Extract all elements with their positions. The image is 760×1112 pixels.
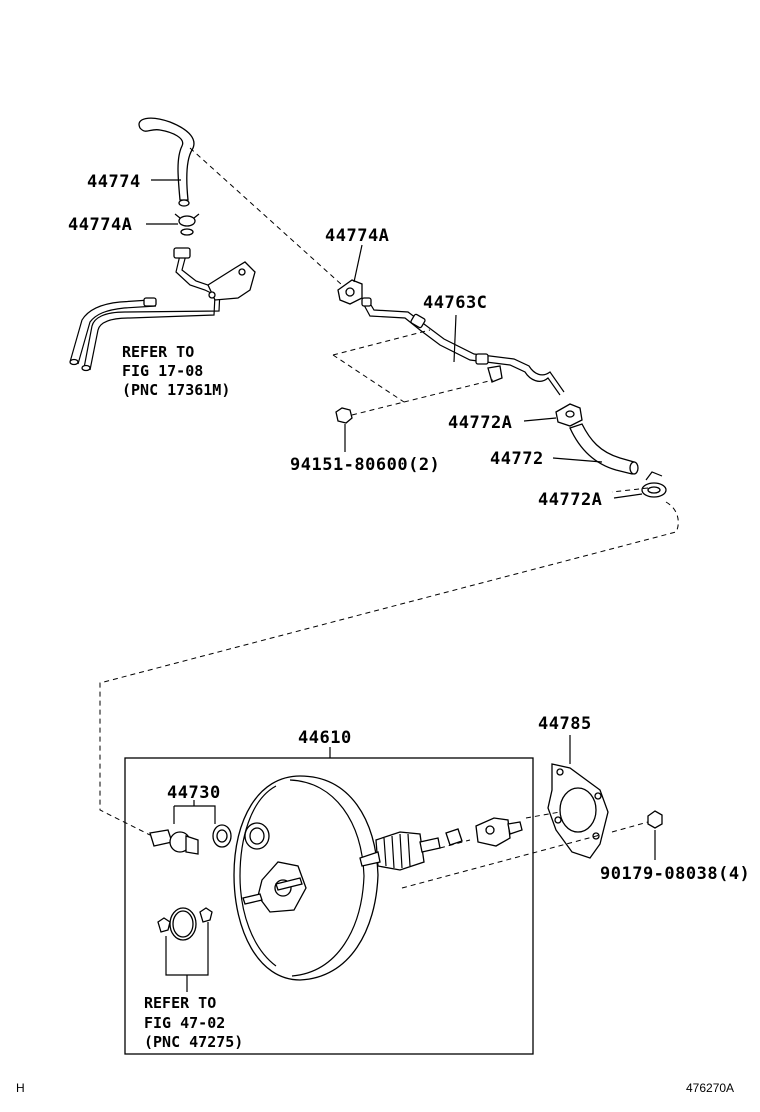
footer-left-code: H [16, 1081, 25, 1095]
connection-line-upper [189, 147, 343, 286]
refer-note-upper-line2: FIG 17-08 [122, 362, 203, 380]
mounting-guide-box [332, 329, 494, 403]
label-44785: 44785 [538, 714, 592, 734]
label-44774a-right: 44774A [325, 226, 389, 246]
label-90179: 90179-08038(4) [600, 864, 750, 884]
clamp-44772a-upper [555, 403, 583, 427]
connection-line-lower [99, 501, 679, 836]
label-44763c: 44763C [423, 293, 487, 313]
clamp-44774a-right [337, 279, 363, 305]
label-44774: 44774 [87, 172, 141, 192]
label-44774a-left: 44774A [68, 215, 132, 235]
clamp-44772a-lower [641, 471, 667, 498]
gasket-44785 [547, 763, 609, 859]
footer-figure-id: 476270A [686, 1081, 734, 1095]
hose-44772 [569, 423, 639, 475]
check-valve-44730 [149, 805, 232, 855]
label-44772: 44772 [490, 449, 544, 469]
refer-note-lower-line2: FIG 47-02 [144, 1014, 225, 1032]
leader-lines [146, 179, 656, 860]
brake-booster-44610 [233, 775, 441, 981]
refer-note-upper-line3: (PNC 17361M) [122, 381, 230, 399]
pushrod-clevis [445, 817, 523, 847]
label-44772a-lower: 44772A [538, 490, 602, 510]
o-ring-47275 [157, 907, 213, 992]
label-44772a-upper: 44772A [448, 413, 512, 433]
hose-44774 [138, 117, 195, 207]
nut-94151 [335, 401, 405, 424]
refer-note-upper-line1: REFER TO [122, 343, 194, 361]
label-44730: 44730 [167, 783, 221, 803]
clamp-44774a-left [174, 213, 200, 236]
nut-90179 [611, 810, 663, 833]
pipe-44763c [361, 297, 565, 396]
pipe-assembly-17361m [69, 247, 256, 372]
refer-note-lower-line3: (PNC 47275) [144, 1033, 243, 1051]
label-94151: 94151-80600(2) [290, 455, 440, 475]
refer-note-lower-line1: REFER TO [144, 994, 216, 1012]
label-44610: 44610 [298, 728, 352, 748]
booster-assembly-frame [124, 757, 534, 1055]
grommet-seal [244, 822, 270, 850]
